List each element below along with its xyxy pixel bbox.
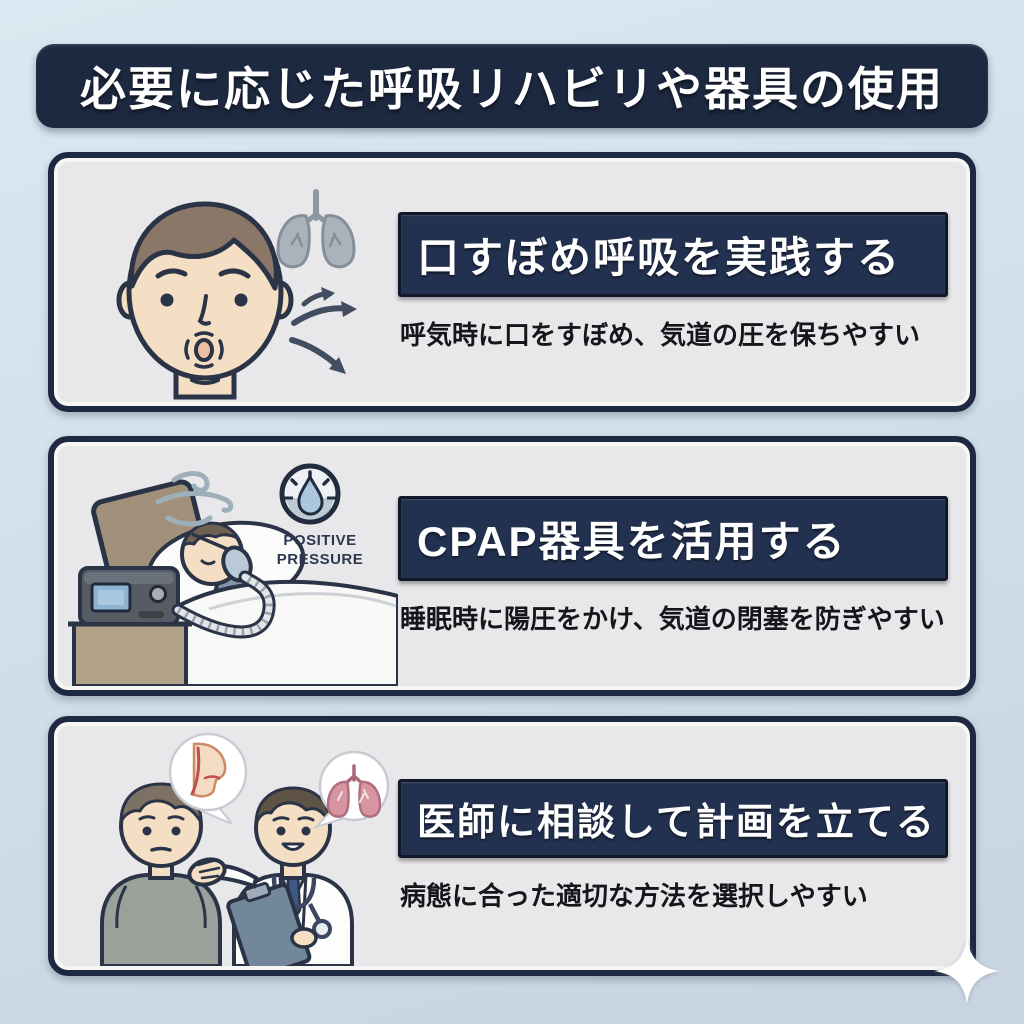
breathing-face-icon bbox=[116, 189, 357, 400]
lungs-speech-bubble-icon bbox=[312, 750, 390, 830]
positive-pressure-gauge-icon bbox=[279, 463, 341, 525]
title-banner: 必要に応じた呼吸リハビリや器具の使用 bbox=[36, 44, 988, 128]
card1-description: 呼気時に口をすぼめ、気道の圧を保ちやすい bbox=[400, 320, 921, 350]
card2-heading: CPAP器具を活用する bbox=[417, 518, 847, 565]
card-doctor-consultation: 医師に相談して計画を立てる 病態に合った適切な方法を選択しやすい bbox=[48, 716, 976, 976]
positive-pressure-label: POSITIVE PRESSURE bbox=[276, 532, 364, 568]
card2-heading-bar: CPAP器具を活用する bbox=[398, 496, 948, 581]
cpap-machine-icon bbox=[78, 566, 180, 626]
lungs-icon bbox=[276, 189, 356, 269]
cpap-illustration: POSITIVE PRESSURE bbox=[54, 446, 398, 686]
sparkle-icon bbox=[934, 938, 1000, 1004]
card1-heading: 口すぼめ呼吸を実践する bbox=[417, 234, 902, 281]
card-cpap-device: POSITIVE PRESSURE CPAP器具を活用する 睡眠時に陽圧をかけ、… bbox=[48, 436, 976, 696]
card-pursed-lip-breathing: 口すぼめ呼吸を実践する 呼気時に口をすぼめ、気道の圧を保ちやすい bbox=[48, 152, 976, 412]
throat-speech-bubble-icon bbox=[168, 732, 248, 825]
clipboard-icon bbox=[226, 881, 312, 966]
card3-heading: 医師に相談して計画を立てる bbox=[417, 802, 936, 844]
cpap-scene-icon bbox=[68, 463, 398, 686]
card3-description: 病態に合った適切な方法を選択しやすい bbox=[400, 881, 868, 911]
card3-heading-bar: 医師に相談して計画を立てる bbox=[398, 779, 948, 858]
card1-heading-bar: 口すぼめ呼吸を実践する bbox=[398, 212, 948, 297]
airflow-swirl-icon bbox=[155, 471, 234, 527]
card2-description: 睡眠時に陽圧をかけ、気道の閉塞を防ぎやすい bbox=[400, 604, 945, 634]
page-title: 必要に応じた呼吸リハビリや器具の使用 bbox=[80, 63, 944, 115]
pursed-lip-breathing-illustration bbox=[54, 162, 398, 402]
airflow-arrows-icon bbox=[289, 287, 357, 374]
doctor-patient-icon bbox=[100, 732, 390, 966]
consultation-illustration bbox=[54, 726, 398, 966]
